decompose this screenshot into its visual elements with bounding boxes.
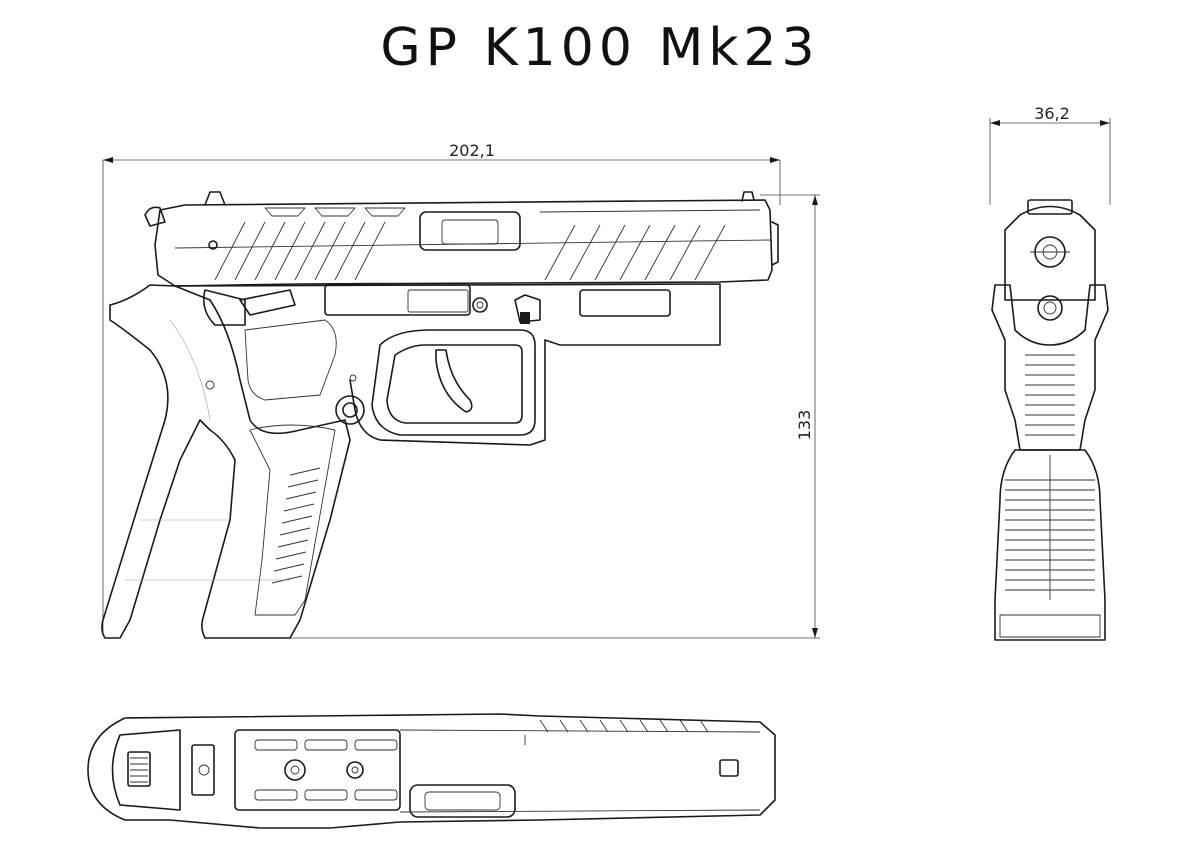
height-dimension-label: 133 <box>795 410 814 441</box>
pistol-rear-view-drawing <box>991 199 1109 641</box>
width-dimension-label: 36,2 <box>1034 104 1070 123</box>
pistol-side-view-drawing <box>101 191 779 639</box>
length-dimension-label: 202,1 <box>449 141 495 160</box>
length-dimension: 202,1 <box>102 141 781 635</box>
height-dimension: 133 <box>290 194 820 639</box>
page-title: GP K100 Mk23 <box>380 18 820 78</box>
width-dimension: 36,2 <box>989 104 1111 205</box>
pistol-top-view-drawing <box>87 713 776 829</box>
